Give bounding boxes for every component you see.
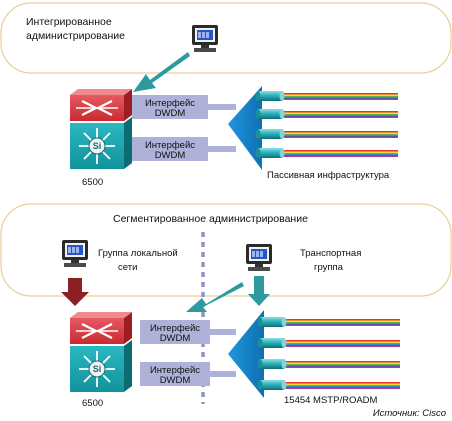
top-interface-2: Интерфейс DWDM (132, 137, 236, 161)
arrow-icon (186, 282, 244, 312)
switch-icon (69, 116, 133, 170)
bottom-device-label: 6500 (82, 398, 103, 409)
bottom-title: Сегментированное администрирование (113, 213, 308, 225)
top-interface-1-line2: DWDM (155, 108, 186, 119)
bottom-interface-2-line2: DWDM (160, 375, 191, 386)
arrow-icon (133, 52, 190, 92)
top-panel: Интегрированное администрирование 6500 И… (0, 2, 452, 188)
top-infra-label: Пассивная инфраструктура (267, 170, 390, 181)
bottom-interface-2: Интерфейс DWDM (140, 362, 236, 386)
router-icon (68, 310, 134, 346)
top-mux-icon (228, 86, 262, 170)
lan-group-line2: сети (118, 262, 137, 273)
arrow-icon (61, 278, 89, 306)
lan-group-line1: Группа локальной (98, 248, 178, 259)
arrow-icon (248, 276, 270, 306)
top-interface-2-line1: Интерфейс (145, 140, 195, 151)
transport-group-line2: группа (314, 262, 344, 273)
top-interface-1-line1: Интерфейс (145, 98, 195, 109)
source-label: Источник: Cisco (373, 408, 446, 419)
transport-group-line1: Транспортная (300, 248, 361, 259)
top-title-line2: администрирование (26, 30, 125, 42)
top-fibers (255, 91, 398, 158)
bottom-panel-frame (0, 203, 452, 297)
bottom-fibers (257, 317, 400, 390)
top-interface-1: Интерфейс DWDM (132, 95, 236, 119)
bottom-interface-1-line1: Интерфейс (150, 323, 200, 334)
bottom-panel: Сегментированное администрирование Групп… (0, 203, 452, 409)
top-device-label: 6500 (82, 177, 103, 188)
top-panel-frame (0, 2, 452, 74)
router-icon (68, 87, 134, 123)
top-interface-2-line2: DWDM (155, 150, 186, 161)
bottom-mux-label: 15454 MSTP/ROADM (284, 395, 378, 406)
bottom-mux-icon (228, 310, 264, 398)
bottom-interface-2-line1: Интерфейс (150, 365, 200, 376)
switch-icon (69, 339, 133, 393)
top-title-line1: Интегрированное (26, 16, 112, 28)
bottom-interface-1: Интерфейс DWDM (140, 320, 236, 344)
bottom-interface-1-line2: DWDM (160, 333, 191, 344)
